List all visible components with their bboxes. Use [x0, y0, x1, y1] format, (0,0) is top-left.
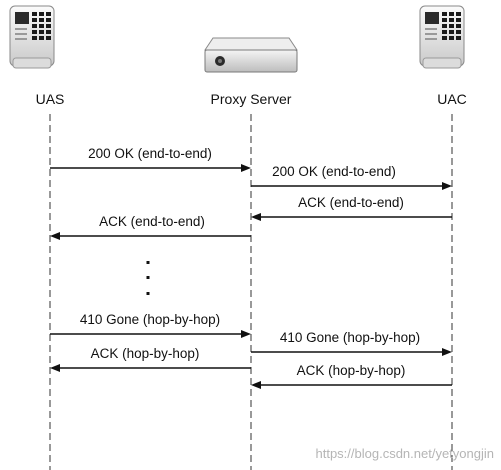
uac-label: UAC — [437, 91, 467, 107]
phone-icon — [419, 5, 465, 69]
message-label: ACK (hop-by-hop) — [297, 363, 406, 378]
uas-label: UAS — [36, 91, 65, 107]
arrow-head-icon — [50, 232, 60, 240]
message-label: 410 Gone (hop-by-hop) — [280, 330, 420, 345]
arrow-head-icon — [251, 381, 261, 389]
watermark: https://blog.csdn.net/yetyongjin — [315, 446, 494, 461]
proxy-server-label: Proxy Server — [211, 91, 292, 107]
arrow-head-icon — [241, 330, 251, 338]
continuation-dots — [146, 261, 150, 295]
arrow-head-icon — [442, 348, 452, 356]
message-label: ACK (end-to-end) — [99, 214, 205, 229]
message-label: 410 Gone (hop-by-hop) — [80, 312, 220, 327]
phone-icon — [9, 5, 55, 69]
message-label: ACK (end-to-end) — [298, 195, 404, 210]
message-label: 200 OK (end-to-end) — [272, 164, 396, 179]
message-label: 200 OK (end-to-end) — [88, 146, 212, 161]
server-icon — [204, 37, 298, 73]
arrow-head-icon — [442, 182, 452, 190]
arrow-head-icon — [50, 364, 60, 372]
arrow-head-icon — [251, 213, 261, 221]
message-label: ACK (hop-by-hop) — [91, 346, 200, 361]
arrow-head-icon — [241, 164, 251, 172]
